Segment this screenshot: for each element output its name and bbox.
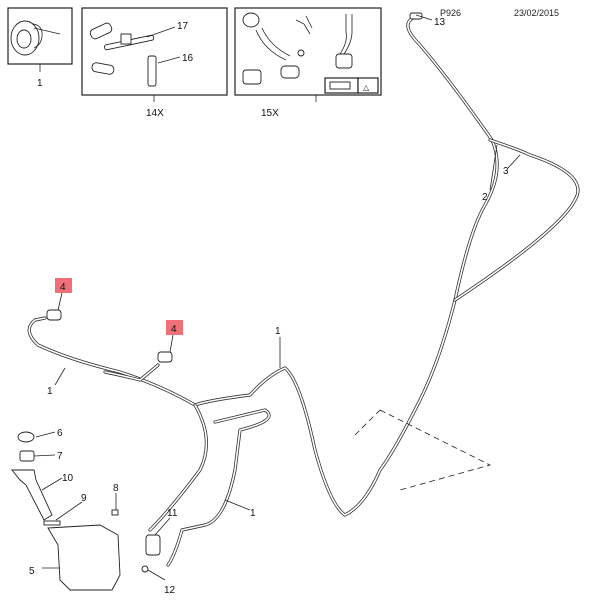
page-code: P926 — [440, 8, 461, 18]
callout-5: 5 — [29, 566, 35, 577]
callout-13: 13 — [434, 17, 446, 28]
washer-nozzle-right[interactable] — [157, 351, 173, 363]
highlight-badge-right — [166, 320, 183, 335]
callout-4-right[interactable]: 4 — [171, 324, 177, 335]
callout-1-right: 1 — [250, 508, 256, 519]
washer-nozzle-rear[interactable] — [409, 12, 423, 20]
filler-neck — [11, 469, 53, 521]
inset-label-14x: 14X — [146, 108, 164, 119]
callout-8: 8 — [113, 483, 119, 494]
clip — [111, 509, 119, 516]
highlight-badge-left — [55, 278, 72, 293]
washer-pump — [145, 534, 161, 556]
inset-box-15x[interactable]: △ 15X — [234, 7, 382, 119]
leader-lines — [33, 14, 521, 581]
callout-4-left[interactable]: 4 — [60, 282, 66, 293]
callout-10: 10 — [62, 473, 74, 484]
callout-2: 2 — [482, 192, 488, 203]
callout-6: 6 — [57, 428, 63, 439]
filler-cap[interactable] — [17, 431, 35, 443]
inset-label-15x: 15X — [261, 108, 279, 119]
page-date: 23/02/2015 — [514, 8, 559, 18]
seal — [43, 520, 61, 526]
callout-11: 11 — [167, 508, 178, 519]
callout-1-left: 1 — [47, 386, 53, 397]
callout-9: 9 — [81, 493, 87, 504]
callout-3: 3 — [503, 166, 509, 177]
strainer — [19, 450, 35, 462]
washer-reservoir — [47, 524, 121, 591]
inset-label-1: 1 — [37, 78, 43, 89]
washer-hose[interactable] — [27, 16, 580, 567]
reservoir-assembly[interactable] — [11, 431, 161, 591]
callout-1-center: 1 — [275, 326, 281, 337]
part-label-17: 17 — [177, 21, 189, 32]
tool-icon — [329, 81, 351, 90]
warning-icon: △ — [363, 83, 370, 92]
hose-kit-parts-icon — [242, 12, 353, 85]
callout-12: 12 — [164, 585, 176, 596]
callout-7: 7 — [57, 451, 63, 462]
inset-box-1[interactable]: 1 — [7, 7, 73, 89]
body-outline-dashed — [354, 409, 492, 491]
grommet — [141, 565, 149, 573]
washer-nozzle-left[interactable] — [46, 309, 62, 321]
part-label-16: 16 — [182, 53, 194, 64]
inset-box-14x[interactable]: 17 16 14X — [81, 7, 228, 119]
connector-part-icon — [89, 22, 157, 87]
